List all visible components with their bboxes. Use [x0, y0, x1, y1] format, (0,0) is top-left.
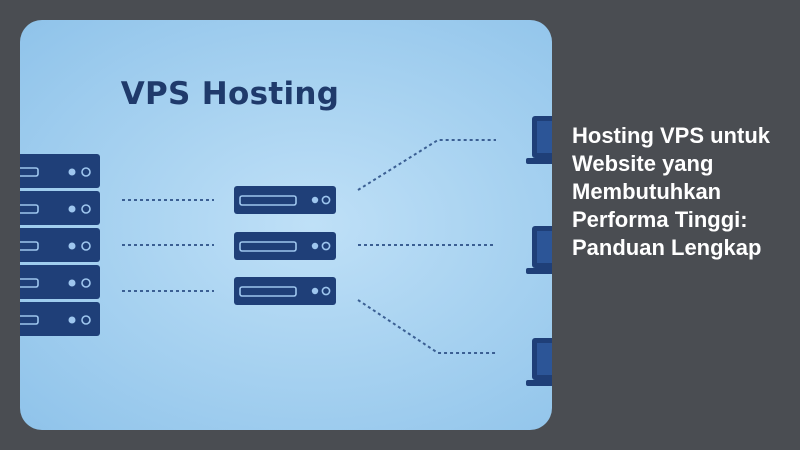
- laptop-icon: [526, 116, 552, 164]
- laptop-icon: [526, 226, 552, 274]
- vps-server-icon: [234, 277, 336, 305]
- article-headline[interactable]: Hosting VPS untuk Website yang Membutuhk…: [572, 123, 770, 260]
- rack-unit: [20, 302, 100, 336]
- laptop-icon: [526, 338, 552, 386]
- connection-line: [357, 299, 496, 354]
- vps-hosting-illustration: [20, 116, 552, 386]
- rack-unit: [20, 265, 100, 299]
- vps-server-icon: [234, 232, 336, 260]
- rack-unit: [20, 191, 100, 225]
- featured-image-card[interactable]: VPS Hosting: [20, 20, 552, 430]
- connection-line: [357, 139, 496, 191]
- rack-unit: [20, 228, 100, 262]
- server-rack-icon: [20, 154, 100, 336]
- rack-unit: [20, 154, 100, 188]
- illustration-title: VPS Hosting: [120, 76, 340, 112]
- vps-server-icon: [234, 186, 336, 214]
